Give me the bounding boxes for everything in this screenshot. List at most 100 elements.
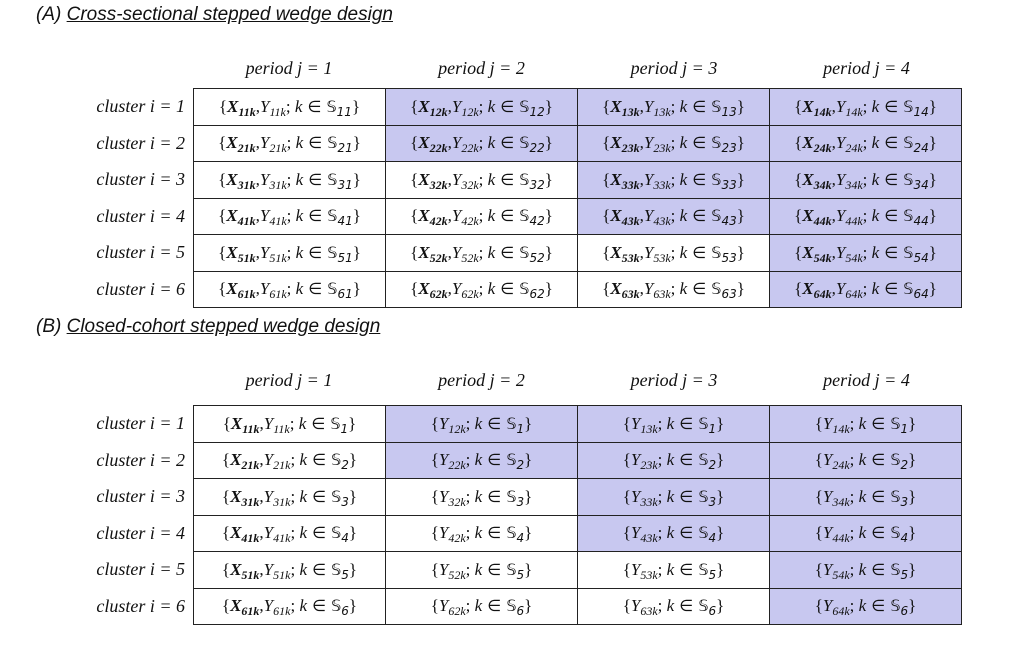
element-of: ∈ xyxy=(879,96,904,116)
subscript: 31k xyxy=(241,494,260,509)
brace: } xyxy=(352,279,361,299)
subscript: 31 xyxy=(337,177,353,192)
comma: , xyxy=(639,206,644,226)
brace: { xyxy=(602,242,611,262)
y-var: Y34k xyxy=(822,486,850,509)
sep: ; xyxy=(862,279,872,299)
y-var: Y21k xyxy=(259,133,287,156)
brace: { xyxy=(622,486,631,506)
brace: } xyxy=(524,486,533,506)
brace: } xyxy=(544,279,553,299)
y-var: Y41k xyxy=(259,206,287,229)
brace: } xyxy=(736,96,745,116)
brace: { xyxy=(430,523,439,543)
comma: , xyxy=(259,413,264,433)
brace: { xyxy=(221,450,231,470)
subscript: 24 xyxy=(913,141,929,156)
element-of: ∈ xyxy=(303,133,328,153)
table-cell: {Y23k; k ∈ 𝕊2} xyxy=(577,441,770,479)
sep: ; xyxy=(670,169,680,189)
brace: } xyxy=(352,133,361,153)
set-symbol: 𝕊12 xyxy=(519,96,545,119)
cluster-label: cluster i = 5 xyxy=(96,559,185,580)
subscript: 62k xyxy=(461,287,479,302)
sep: ; xyxy=(465,559,475,579)
subscript: 64k xyxy=(845,287,863,302)
subscript: 23 xyxy=(721,141,737,156)
subscript: 43 xyxy=(721,214,737,229)
element-of: ∈ xyxy=(866,486,891,506)
y-var: Y63k xyxy=(630,596,658,619)
subscript: 1 xyxy=(900,421,909,436)
y-var: Y33k xyxy=(630,486,658,509)
k-var: k xyxy=(666,559,675,579)
brace: { xyxy=(218,169,227,189)
brace: } xyxy=(524,413,533,433)
y-var: Y62k xyxy=(438,596,466,619)
subscript: 23k xyxy=(653,141,671,156)
sep: ; xyxy=(478,206,488,226)
subscript: 44k xyxy=(832,531,850,546)
table-cell: {X61k,Y61k; k ∈ 𝕊61} xyxy=(193,270,386,308)
set-symbol: 𝕊3 xyxy=(506,486,525,509)
design-table: {X11k,Y11k; k ∈ 𝕊11}{X12k,Y12k; k ∈ 𝕊12}… xyxy=(193,88,962,308)
table-cell: {X21k,Y21k; k ∈ 𝕊21} xyxy=(193,124,386,162)
brace: } xyxy=(348,450,358,470)
brace: } xyxy=(908,559,917,579)
brace: { xyxy=(794,169,803,189)
table-row: {X31k,Y31k; k ∈ 𝕊31}{X32k,Y32k; k ∈ 𝕊32}… xyxy=(193,161,962,199)
table-row: {X31k,Y31k; k ∈ 𝕊3}{Y32k; k ∈ 𝕊3}{Y33k; … xyxy=(193,478,962,516)
brace: } xyxy=(928,133,937,153)
element-of: ∈ xyxy=(482,596,507,616)
table-cell: {X23k,Y23k; k ∈ 𝕊23} xyxy=(577,124,770,162)
k-var: k xyxy=(298,413,307,433)
x-var: X41k xyxy=(230,523,260,546)
set-symbol: 𝕊6 xyxy=(698,596,717,619)
subscript: 12 xyxy=(529,104,545,119)
set-symbol: 𝕊4 xyxy=(698,523,717,546)
sep: ; xyxy=(849,413,859,433)
element-of: ∈ xyxy=(879,206,904,226)
subscript: 41k xyxy=(241,531,260,546)
subscript: 42k xyxy=(429,214,448,229)
subscript: 2 xyxy=(341,458,349,473)
subscript: 51 xyxy=(337,250,353,265)
table-cell: {X44k,Y44k; k ∈ 𝕊44} xyxy=(769,197,962,235)
sep: ; xyxy=(670,96,680,116)
comma: , xyxy=(831,206,836,226)
y-var: Y32k xyxy=(438,486,466,509)
subscript: 1 xyxy=(340,421,349,436)
element-of: ∈ xyxy=(495,242,520,262)
sep: ; xyxy=(657,413,667,433)
k-var: k xyxy=(474,486,483,506)
element-of: ∈ xyxy=(303,242,328,262)
brace: { xyxy=(622,523,631,543)
y-var: Y62k xyxy=(451,279,479,302)
element-of: ∈ xyxy=(674,450,699,470)
brace: } xyxy=(352,242,361,262)
element-of: ∈ xyxy=(307,486,332,506)
k-var: k xyxy=(858,413,867,433)
element-of: ∈ xyxy=(879,169,904,189)
set-symbol: 𝕊2 xyxy=(506,450,525,473)
element-of: ∈ xyxy=(687,279,712,299)
set-symbol: 𝕊6 xyxy=(331,596,349,619)
sep: ; xyxy=(465,596,475,616)
brace: { xyxy=(218,133,227,153)
table-cell: {X61k,Y61k; k ∈ 𝕊6} xyxy=(193,587,386,625)
table-cell: {Y63k; k ∈ 𝕊6} xyxy=(577,587,770,625)
subscript: 41k xyxy=(273,531,291,546)
set-symbol: 𝕊5 xyxy=(506,559,525,582)
brace: } xyxy=(928,206,937,226)
table-cell: {X51k,Y51k; k ∈ 𝕊51} xyxy=(193,234,386,272)
set-symbol: 𝕊2 xyxy=(698,450,717,473)
k-var: k xyxy=(871,242,880,262)
subscript: 21k xyxy=(237,141,256,156)
y-var: Y52k xyxy=(451,242,479,265)
x-var: X64k xyxy=(802,279,832,302)
sep: ; xyxy=(286,242,296,262)
sep: ; xyxy=(465,450,475,470)
subscript: 41k xyxy=(237,214,256,229)
sep: ; xyxy=(849,596,859,616)
subscript: 11k xyxy=(242,421,260,436)
